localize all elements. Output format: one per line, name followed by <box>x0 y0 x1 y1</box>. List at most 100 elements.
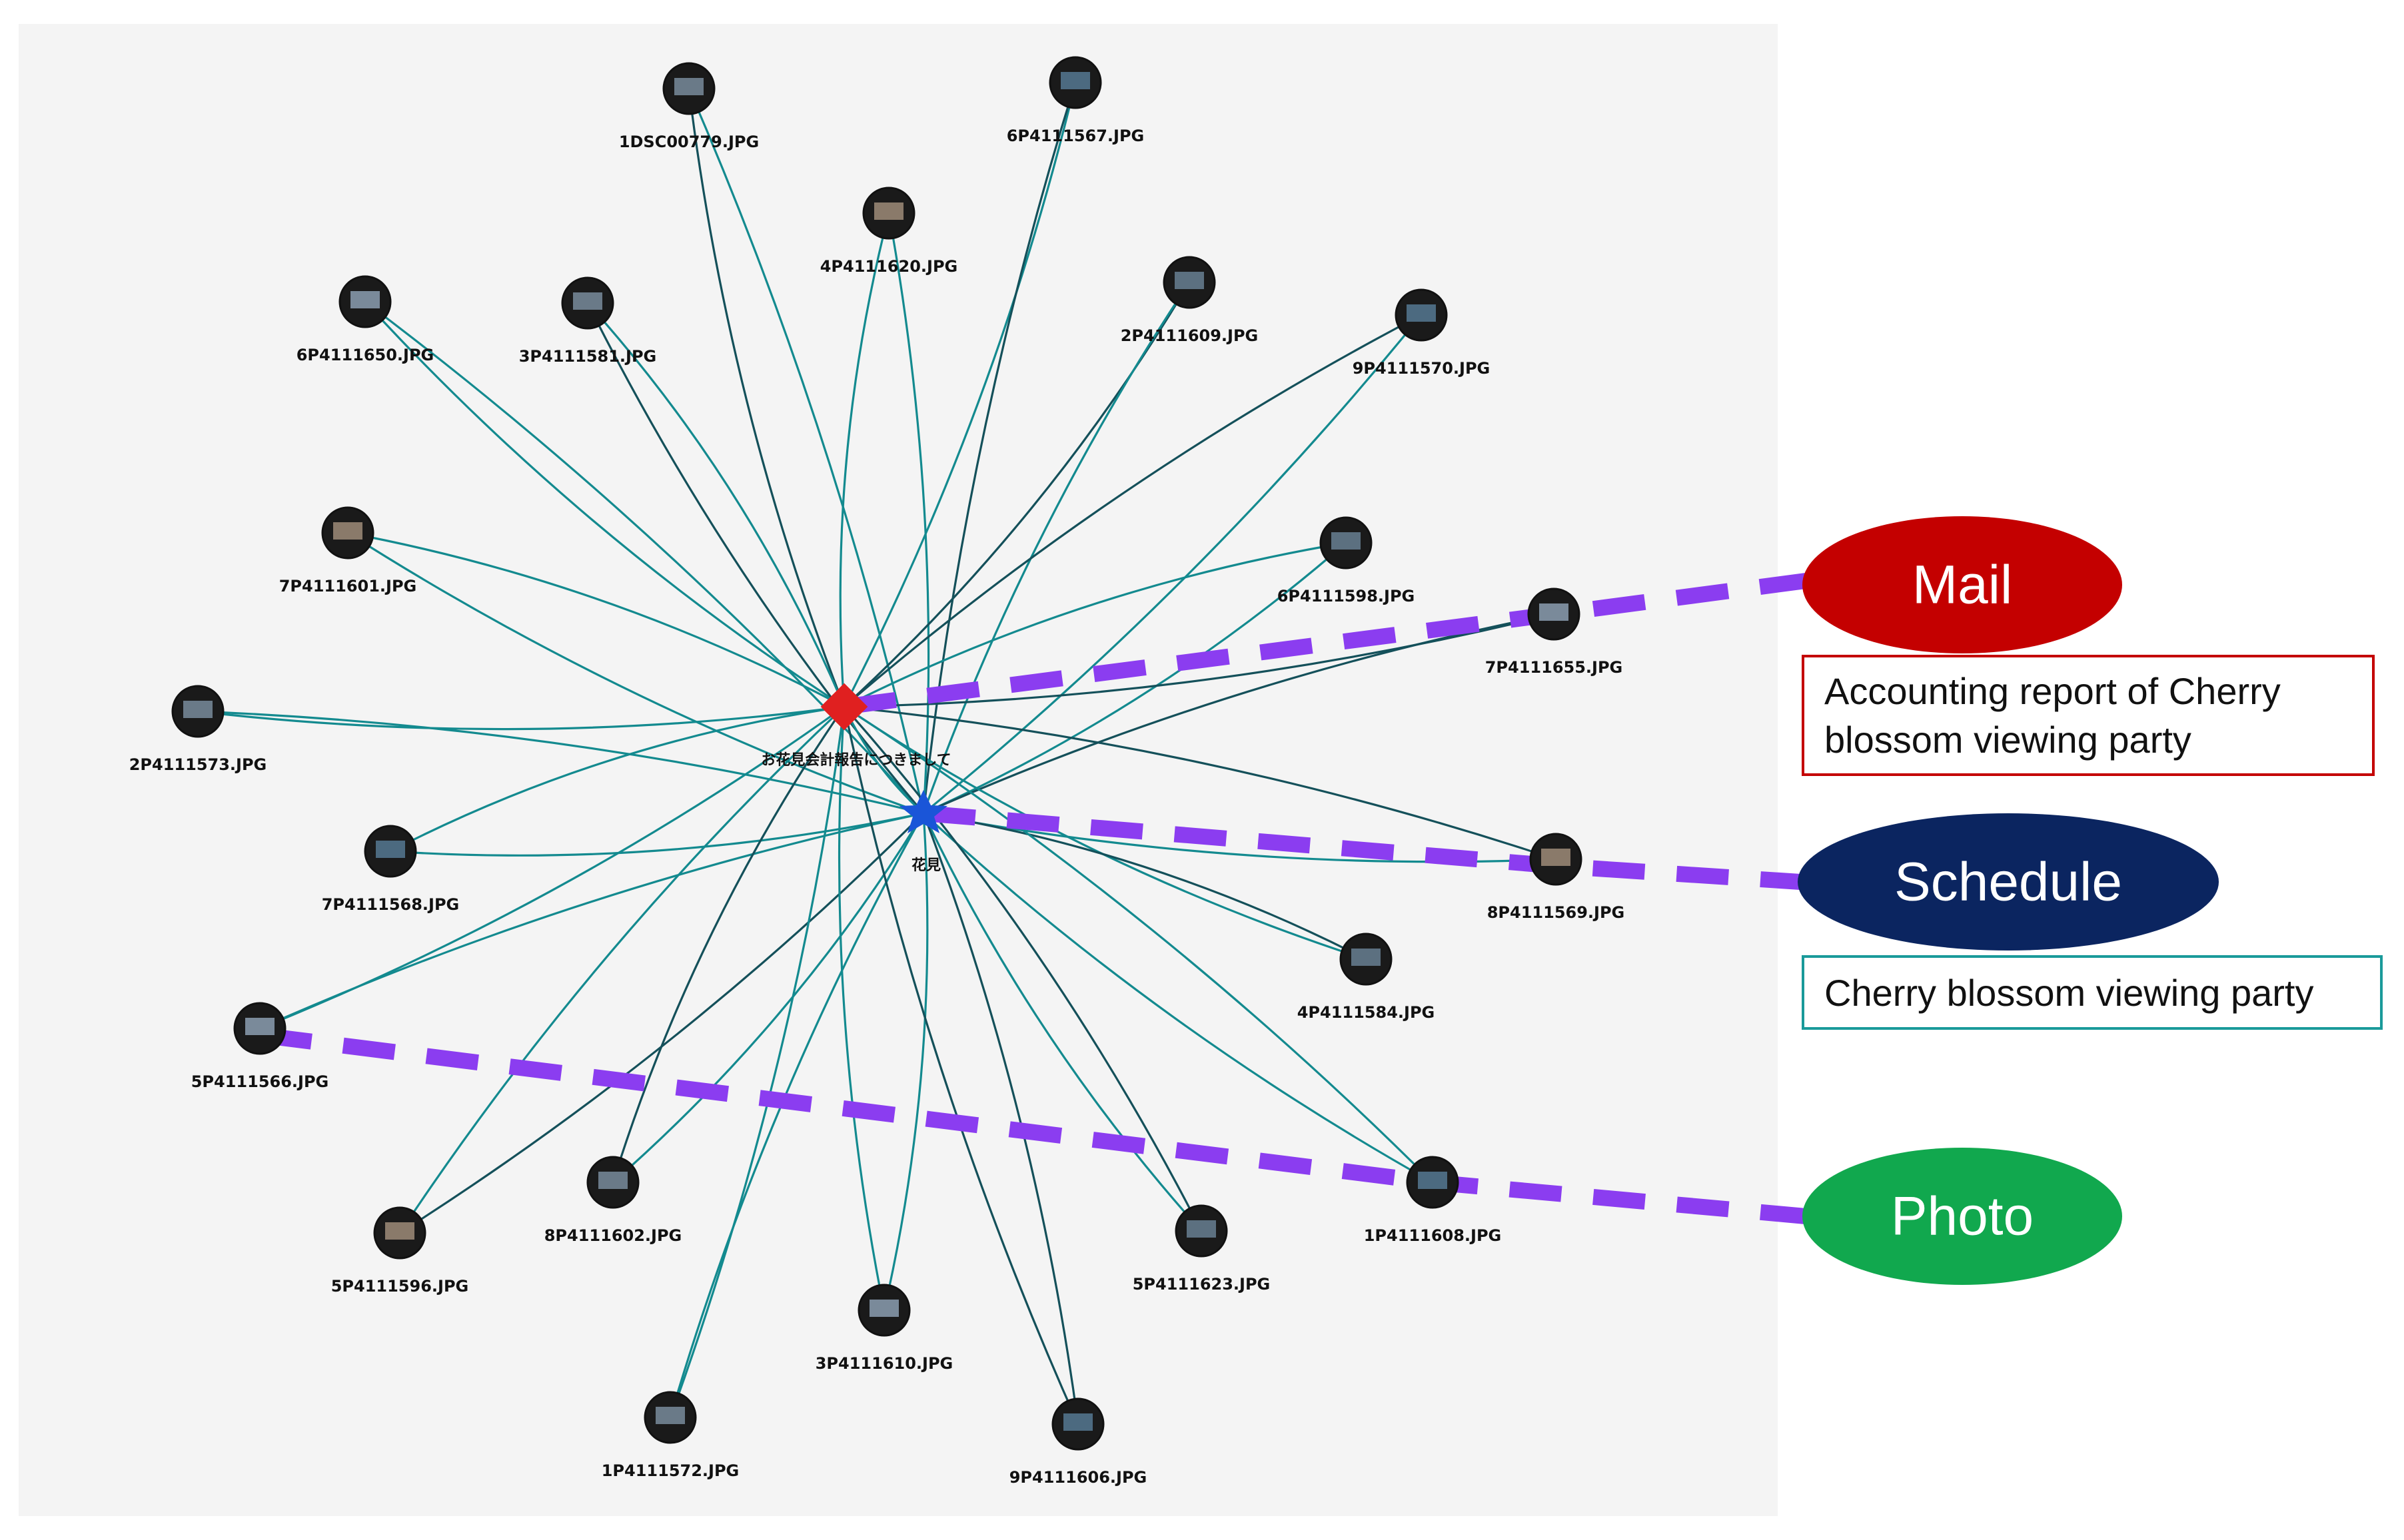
edge-mail-7P4111568.JPG <box>390 705 845 853</box>
edge-schedule-5P4111596.JPG <box>399 812 925 1234</box>
photo-thumbnail-image <box>656 1407 685 1424</box>
photo-thumbnail-image <box>1175 272 1204 289</box>
edge-mail-6P4111567.JPG <box>843 82 1077 707</box>
photo-node[interactable]: 7P4111655.JPG <box>1485 587 1623 677</box>
photo-nodes: 1DSC00779.JPG 6P4111567.JPG 4P4111620.JPG 2… <box>129 56 1625 1487</box>
photo-node[interactable]: 1DSC00779.JPG <box>619 62 759 151</box>
edge-schedule-8P4111602.JPG <box>612 813 925 1184</box>
edge-mail-9P4111606.JPG <box>843 706 1079 1425</box>
photo-node-label: 5P4111566.JPG <box>191 1072 329 1091</box>
edge-schedule-1DSC00779.JPG <box>688 88 925 814</box>
photo-thumbnail-image <box>385 1222 414 1240</box>
photo-node-label: 3P4111610.JPG <box>816 1354 953 1373</box>
photo-thumbnail-image <box>1063 1413 1093 1431</box>
photo-node[interactable]: 2P4111573.JPG <box>129 685 267 774</box>
photo-node[interactable]: 4P4111584.JPG <box>1297 933 1435 1022</box>
photo-node[interactable]: 5P4111566.JPG <box>191 1002 329 1091</box>
photo-node[interactable]: 3P4111610.JPG <box>816 1284 953 1373</box>
photo-node[interactable]: 1P4111608.JPG <box>1364 1156 1502 1245</box>
photo-node-label: 4P4111620.JPG <box>820 257 958 276</box>
photo-node-label: 8P4111569.JPG <box>1487 903 1625 922</box>
edge-mail-6P4111650.JPG <box>364 300 845 708</box>
photo-node[interactable]: 3P4111581.JPG <box>519 276 657 366</box>
photo-thumbnail-image <box>1351 949 1381 966</box>
photo-node-label: 3P4111581.JPG <box>519 347 657 366</box>
edge-mail-3P4111610.JPG <box>838 706 886 1311</box>
edge-mail-8P4111602.JPG <box>612 706 846 1183</box>
photo-node[interactable]: 7P4111601.JPG <box>279 506 417 595</box>
photo-node[interactable]: 4P4111620.JPG <box>820 187 958 276</box>
edge-schedule-2P4111573.JPG <box>197 710 924 815</box>
edge-schedule-7P4111601.JPG <box>347 532 924 815</box>
photo-thumbnail-image <box>1061 72 1090 89</box>
photo-thumbnail-image <box>874 202 903 220</box>
edge-schedule-2P4111609.JPG <box>922 282 1191 814</box>
edge-mail-6P4111598.JPG <box>844 542 1347 708</box>
legend-schedule-label: Schedule <box>1894 852 2122 913</box>
photo-thumbnail-image <box>598 1172 628 1189</box>
edge-mail-8P4111569.JPG <box>844 705 1556 861</box>
edge-schedule-4P4111620.JPG <box>888 212 930 814</box>
photo-node[interactable]: 8P4111602.JPG <box>544 1156 682 1245</box>
edge-mail-4P4111620.JPG <box>839 212 890 707</box>
schedule-node-star[interactable] <box>900 790 947 833</box>
edge-schedule-9P4111606.JPG <box>922 813 1079 1425</box>
photo-node[interactable]: 5P4111623.JPG <box>1133 1204 1271 1294</box>
photo-node-label: 9P4111606.JPG <box>1009 1468 1147 1487</box>
edge-mail-3P4111581.JPG <box>586 302 846 707</box>
mail-detail-box <box>1802 655 2375 776</box>
legend: Mail Accounting report of Cherry blossom… <box>1798 516 2383 1285</box>
legend-photo-label: Photo <box>1891 1186 2034 1247</box>
schedule-node[interactable]: 花見 <box>900 790 947 874</box>
edge-mail-7P4111601.JPG <box>347 532 845 708</box>
mail-detail-line-2: blossom viewing party <box>1824 719 2191 761</box>
photo-thumbnail-image <box>674 78 704 95</box>
photo-node-label: 2P4111573.JPG <box>129 755 267 774</box>
edge-mail-1DSC00779.JPG <box>688 88 846 707</box>
edge-schedule-7P4111568.JPG <box>390 812 924 857</box>
photo-node[interactable]: 6P4111650.JPG <box>297 275 434 364</box>
schedule-detail-line-1: Cherry blossom viewing party <box>1824 972 2313 1014</box>
photo-node[interactable]: 6P4111567.JPG <box>1007 56 1145 145</box>
photo-node[interactable]: 9P4111606.JPG <box>1009 1397 1147 1487</box>
edge-mail-2P4111573.JPG <box>197 705 845 731</box>
photo-node-label: 6P4111567.JPG <box>1007 127 1145 145</box>
photo-node[interactable]: 8P4111569.JPG <box>1487 833 1625 922</box>
photo-node[interactable]: 1P4111572.JPG <box>602 1391 740 1480</box>
edge-schedule-6P4111598.JPG <box>923 542 1347 815</box>
photo-node-label: 8P4111602.JPG <box>544 1226 682 1245</box>
photo-thumbnail-image <box>1541 849 1570 866</box>
mail-detail-line-1: Accounting report of Cherry <box>1824 670 2281 712</box>
photo-node[interactable]: 7P4111568.JPG <box>322 825 460 914</box>
legend-mail-ellipse <box>1802 516 2122 653</box>
edge-schedule-1P4111608.JPG <box>922 812 1433 1184</box>
schedule-node-label: 花見 <box>911 857 941 874</box>
mail-node[interactable]: お花見会計報告につきまして <box>761 683 951 769</box>
photo-thumbnail-image <box>350 291 380 308</box>
photo-node[interactable]: 2P4111609.JPG <box>1121 256 1259 345</box>
photo-node[interactable]: 5P4111596.JPG <box>331 1206 469 1296</box>
legend-photo-ellipse <box>1802 1148 2122 1285</box>
photo-node-label: 4P4111584.JPG <box>1297 1003 1435 1022</box>
photo-node-label: 7P4111655.JPG <box>1485 658 1623 677</box>
mail-node-diamond[interactable] <box>820 683 868 731</box>
photo-thumbnail-image <box>376 841 405 858</box>
photo-node-label: 1P4111572.JPG <box>602 1461 740 1480</box>
photo-node-label: 7P4111568.JPG <box>322 895 460 914</box>
photo-node-label: 6P4111598.JPG <box>1277 587 1415 605</box>
photo-thumbnail-image <box>1331 532 1361 550</box>
photo-node-label: 5P4111623.JPG <box>1133 1275 1271 1294</box>
photo-thumbnail-image <box>1187 1220 1216 1238</box>
photo-node[interactable]: 9P4111570.JPG <box>1353 288 1491 378</box>
edge-mail-5P4111623.JPG <box>843 705 1203 1232</box>
edge-schedule-6P4111650.JPG <box>364 300 925 815</box>
photo-thumbnail-image <box>573 292 602 310</box>
photo-thumbnail-image <box>1418 1172 1447 1189</box>
photo-node[interactable]: 6P4111598.JPG <box>1277 516 1415 605</box>
edge-mail-9P4111570.JPG <box>843 314 1422 708</box>
mail-node-label: お花見会計報告につきまして <box>761 751 951 769</box>
photo-thumbnail-image <box>870 1300 899 1317</box>
photo-node-label: 6P4111650.JPG <box>297 346 434 364</box>
photo-node-label: 9P4111570.JPG <box>1353 359 1491 378</box>
